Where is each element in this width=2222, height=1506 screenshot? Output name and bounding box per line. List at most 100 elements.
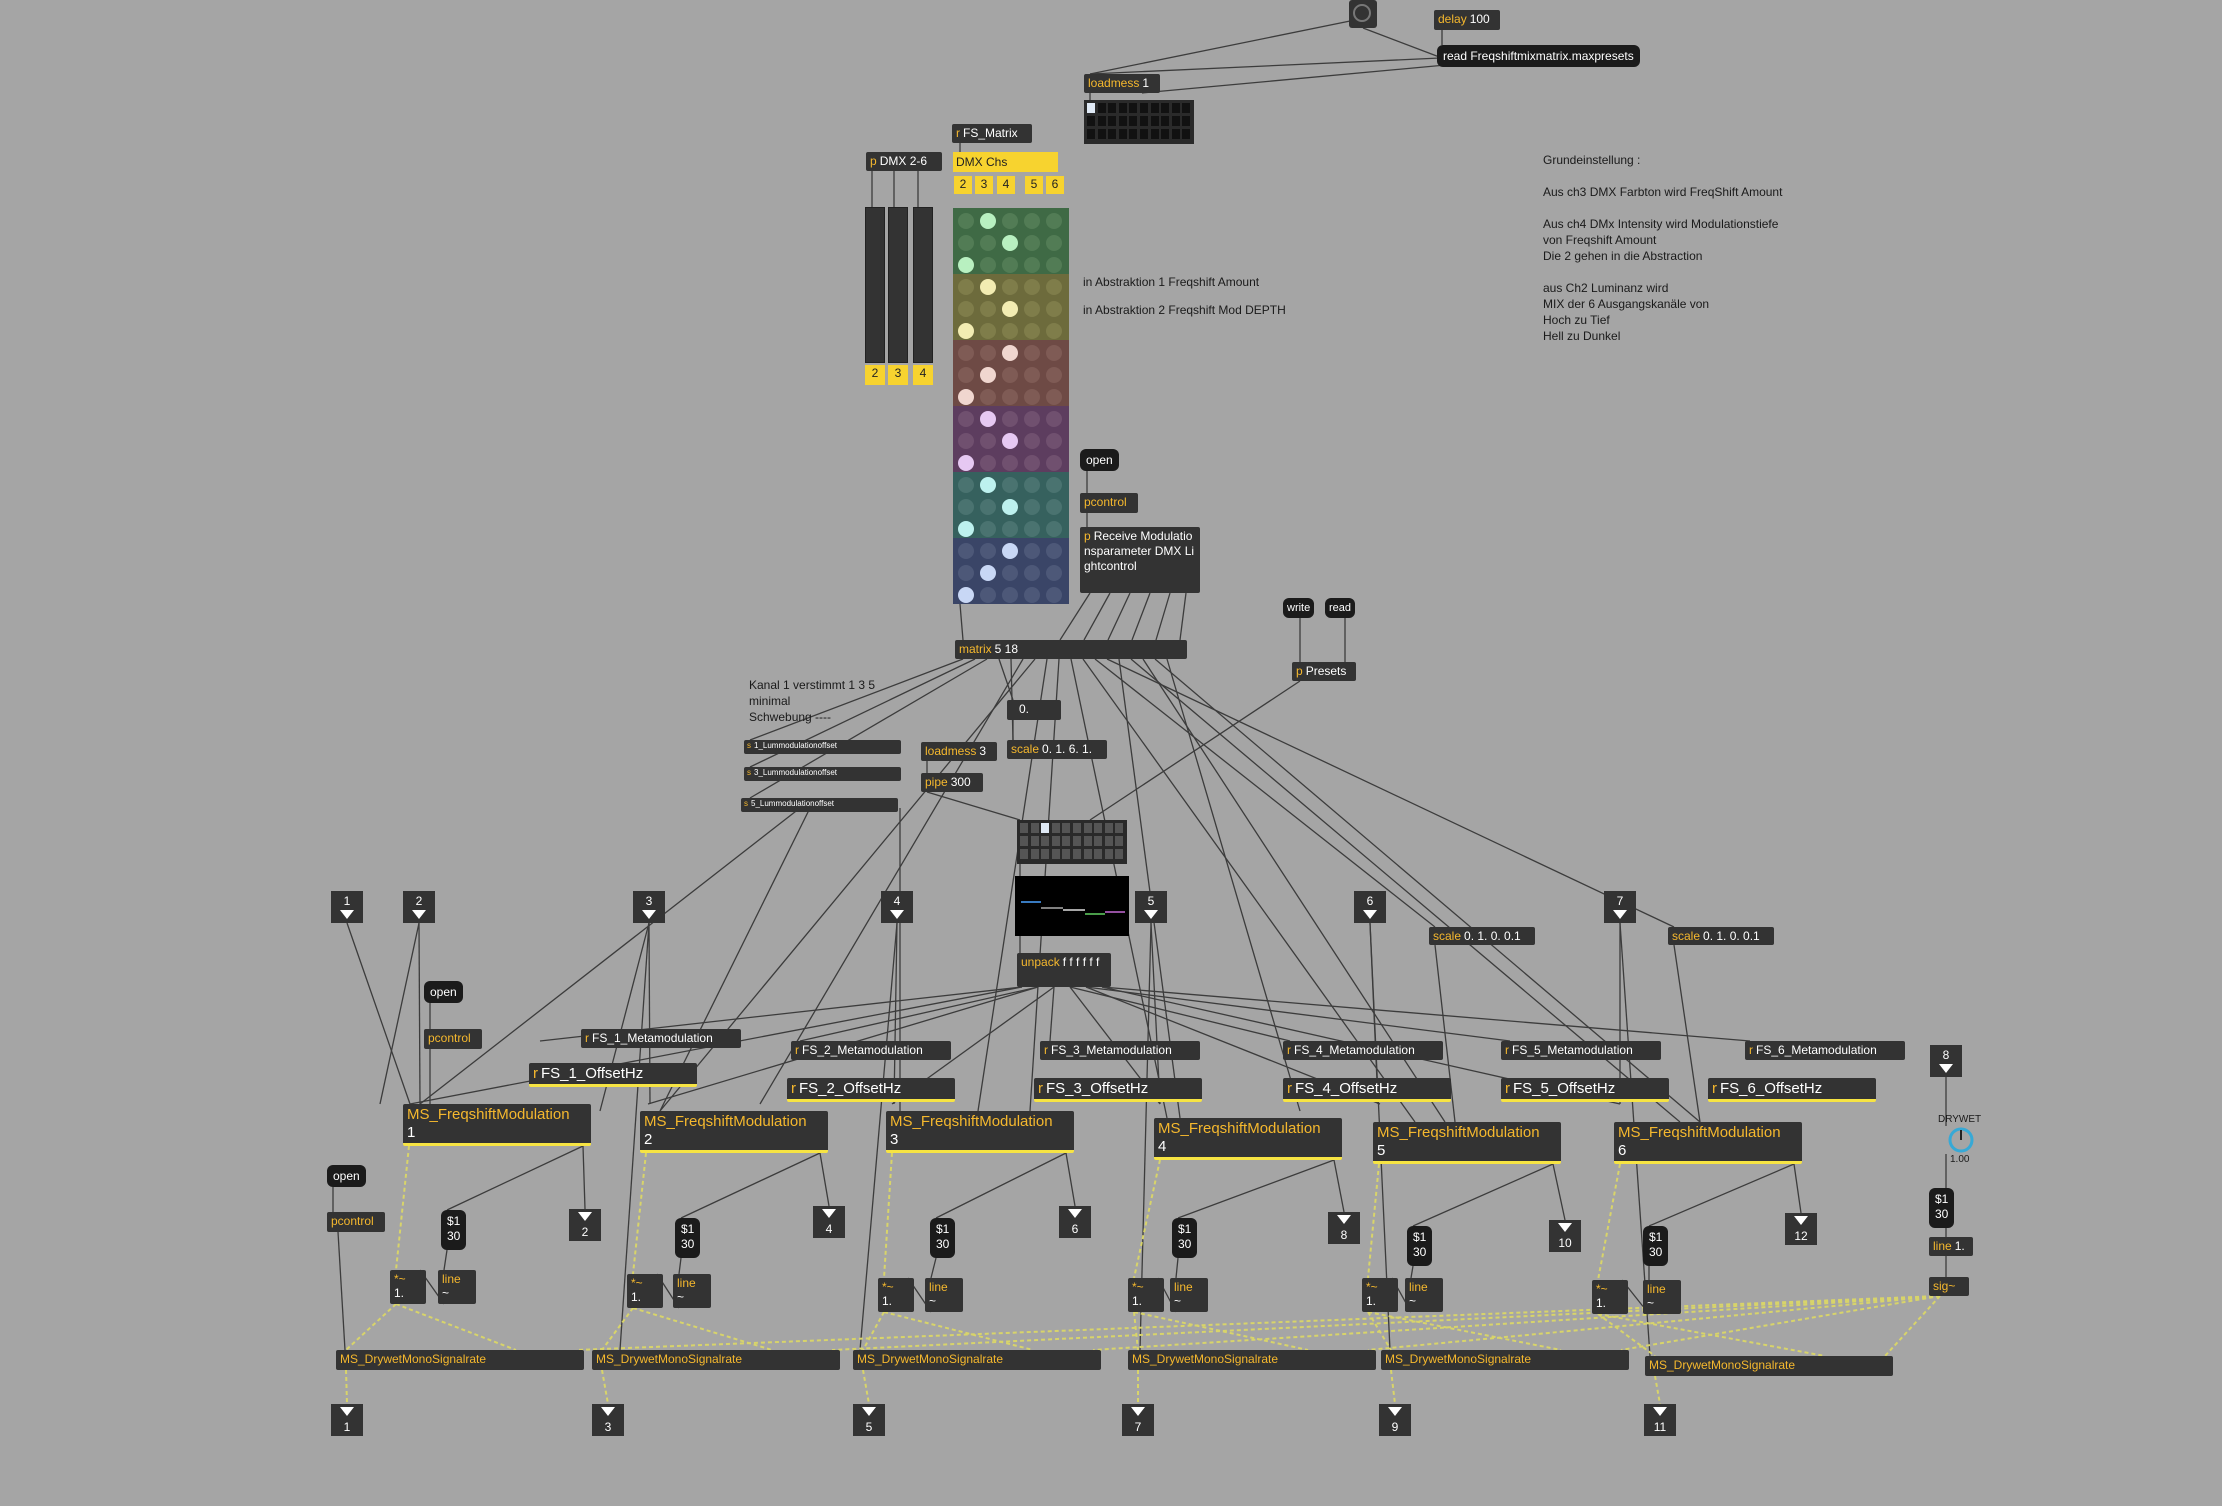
matrix-cell[interactable]	[980, 345, 996, 361]
preset-slot[interactable]	[1097, 129, 1106, 139]
preset-slot[interactable]	[1108, 129, 1117, 139]
matrix-cell[interactable]	[1024, 433, 1040, 449]
matrix-cell[interactable]	[980, 477, 996, 493]
matrix-cell[interactable]	[980, 455, 996, 471]
matrix-cell[interactable]	[980, 499, 996, 515]
matrix-cell[interactable]	[958, 411, 974, 427]
inlet-3[interactable]: 3	[633, 891, 665, 923]
matrix-cell[interactable]	[980, 279, 996, 295]
preset-slot[interactable]	[1118, 103, 1127, 113]
matrix-cell[interactable]	[1002, 323, 1018, 339]
matrix-cell[interactable]	[958, 565, 974, 581]
preset-slot[interactable]	[1115, 823, 1124, 833]
matrix-cell[interactable]	[1002, 433, 1018, 449]
matrix-cell[interactable]	[1046, 323, 1062, 339]
matrix-cell[interactable]	[1024, 499, 1040, 515]
matrix-cell[interactable]	[1046, 235, 1062, 251]
matrix-cell[interactable]	[958, 323, 974, 339]
matrix-cell[interactable]	[1024, 323, 1040, 339]
matrix-cell[interactable]	[1002, 235, 1018, 251]
matrix-cell[interactable]	[958, 587, 974, 603]
matrix-cell[interactable]	[958, 477, 974, 493]
preset-slot[interactable]	[1041, 823, 1050, 833]
preset-slot[interactable]	[1094, 849, 1103, 859]
preset-slot[interactable]	[1041, 836, 1050, 846]
matrix-cell[interactable]	[1024, 345, 1040, 361]
read-presets-message[interactable]: read Freqshiftmixmatrix.maxpresets	[1437, 45, 1640, 67]
dmx-slider[interactable]	[913, 207, 933, 363]
outlet-2[interactable]: 2	[569, 1209, 601, 1241]
preset-slot[interactable]	[1171, 103, 1180, 113]
preset-slot[interactable]	[1140, 116, 1148, 126]
preset-slot[interactable]	[1150, 103, 1159, 113]
matrix-cell[interactable]	[1046, 213, 1062, 229]
matrix-cell[interactable]	[1046, 345, 1062, 361]
preset-slot[interactable]	[1020, 836, 1028, 846]
drywet-mono-signalrate-3[interactable]: MS_DrywetMonoSignalrate	[853, 1350, 1101, 1370]
preset-slot[interactable]	[1030, 836, 1039, 846]
matrix-cell[interactable]	[1002, 367, 1018, 383]
preset-slot[interactable]	[1161, 103, 1170, 113]
matrix-cell[interactable]	[980, 433, 996, 449]
preset-slot[interactable]	[1020, 849, 1028, 859]
matrix-cell[interactable]	[1046, 455, 1062, 471]
drywet-mono-signalrate-5[interactable]: MS_DrywetMonoSignalrate	[1381, 1350, 1629, 1370]
drywet-mono-signalrate-1[interactable]: MS_DrywetMonoSignalrate	[336, 1350, 584, 1370]
preset-slot[interactable]	[1051, 836, 1060, 846]
matrix-cell[interactable]	[1024, 257, 1040, 273]
line-signal-5[interactable]: line~	[1405, 1278, 1443, 1312]
outlet-10[interactable]: 10	[1549, 1220, 1581, 1252]
inlet-4[interactable]: 4	[881, 891, 913, 923]
line-ramp-message-4[interactable]: $1 30	[1172, 1218, 1198, 1258]
signal-multiply-6[interactable]: *~1.	[1592, 1280, 1628, 1314]
inlet-1[interactable]: 1	[331, 891, 363, 923]
line-ramp-message-6[interactable]: $1 30	[1643, 1226, 1669, 1266]
drywet-knob[interactable]	[1947, 1126, 1975, 1154]
drywet-mono-signalrate-4[interactable]: MS_DrywetMonoSignalrate	[1128, 1350, 1376, 1370]
matrix-cell[interactable]	[1046, 543, 1062, 559]
bang-button[interactable]	[1349, 0, 1377, 28]
preset-slot[interactable]	[1171, 116, 1180, 126]
matrix-cell[interactable]	[1002, 279, 1018, 295]
preset-slot[interactable]	[1083, 849, 1092, 859]
matrix-cell[interactable]	[1024, 279, 1040, 295]
preset-slot[interactable]	[1161, 129, 1170, 139]
preset-slot[interactable]	[1129, 103, 1138, 113]
dmx-channel-box[interactable]: 2	[954, 176, 972, 194]
preset-slot[interactable]	[1115, 836, 1124, 846]
preset-slot[interactable]	[1108, 116, 1117, 126]
matrix-cell[interactable]	[1024, 565, 1040, 581]
preset-slot[interactable]	[1094, 823, 1103, 833]
matrix-cell[interactable]	[1002, 301, 1018, 317]
outlet-bottom-7[interactable]: 7	[1122, 1404, 1154, 1436]
preset-slot[interactable]	[1051, 823, 1060, 833]
line-signal-2[interactable]: line~	[673, 1274, 711, 1308]
line-signal-6[interactable]: line~	[1643, 1280, 1681, 1314]
inlet-6[interactable]: 6	[1354, 891, 1386, 923]
preset-slot[interactable]	[1118, 116, 1127, 126]
matrix-cell[interactable]	[958, 367, 974, 383]
matrix-cell[interactable]	[980, 411, 996, 427]
drywet-line-message[interactable]: $1 30	[1929, 1188, 1955, 1228]
matrix-cell[interactable]	[1002, 257, 1018, 273]
preset-slot[interactable]	[1097, 116, 1106, 126]
signal-multiply-3[interactable]: *~1.	[878, 1278, 914, 1312]
matrix-cell[interactable]	[1046, 257, 1062, 273]
preset-slot[interactable]	[1062, 849, 1071, 859]
matrix-cell[interactable]	[1002, 213, 1018, 229]
matrix-cell[interactable]	[958, 455, 974, 471]
matrix-cell[interactable]	[1024, 367, 1040, 383]
line-ramp-message-5[interactable]: $1 30	[1407, 1226, 1433, 1266]
dmx-channel-box[interactable]: 3	[975, 176, 993, 194]
matrix-cell[interactable]	[1024, 411, 1040, 427]
